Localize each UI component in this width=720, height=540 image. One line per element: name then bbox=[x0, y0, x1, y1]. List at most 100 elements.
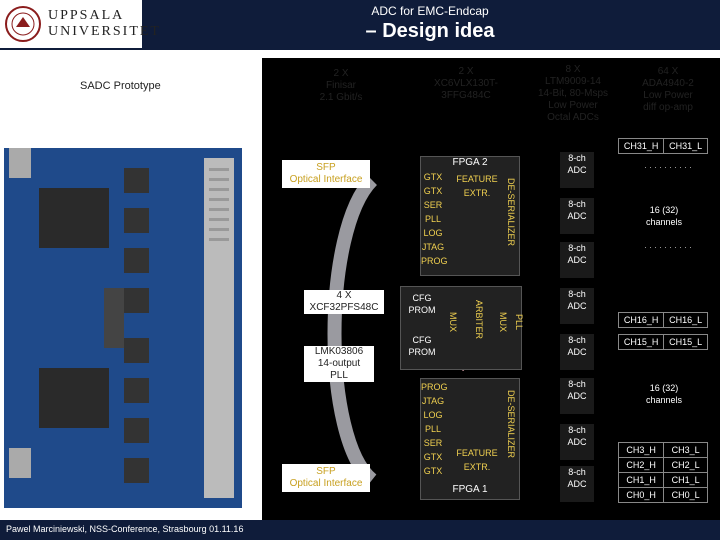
adc-7-line2: ADC bbox=[567, 437, 587, 447]
pll-part-line2: 14-output bbox=[317, 358, 361, 369]
fpga-part-line1: 2 X bbox=[458, 66, 474, 77]
adc-part-annotation: 8 X LTM9009-14 14-Bit, 80-Msps Low Power… bbox=[528, 64, 618, 124]
fpga-part-line2: XC6VLX130T- bbox=[434, 78, 498, 89]
finisar-line2: Finisar bbox=[325, 80, 356, 91]
board-drawing bbox=[4, 148, 242, 508]
channels-bottom-rows-table: CH3_H CH3_L CH2_H CH2_L CH1_H CH1_L CH0_… bbox=[617, 442, 708, 503]
adc-3-line2: ADC bbox=[567, 255, 587, 265]
adc-2-line1: 8-ch bbox=[568, 199, 586, 209]
university-logo: UPPSALA UNIVERSITET bbox=[0, 0, 159, 48]
table-row: CH0_H CH0_L bbox=[617, 487, 708, 503]
logo-text-line2: UNIVERSITET bbox=[48, 24, 161, 39]
ch15h-cell: CH15_H bbox=[617, 334, 665, 350]
logo-text: UPPSALA UNIVERSITET bbox=[48, 8, 161, 40]
ch31h-cell: CH31_H bbox=[617, 138, 665, 154]
fpga-2-feature-line2: EXTR. bbox=[463, 188, 491, 198]
ch16l-cell: CH16_L bbox=[663, 312, 708, 328]
fpga-1-cell-prog: PROG bbox=[421, 382, 448, 392]
fpga-1-cell-log: LOG bbox=[423, 410, 443, 420]
fpga-2-feature-line1: FEATURE bbox=[456, 174, 498, 184]
channels-bottom-label: 16 (32) channels bbox=[620, 382, 708, 406]
fpga-2-cell-pll: PLL bbox=[424, 214, 441, 224]
adc-block-4: 8-ch ADC bbox=[560, 288, 594, 324]
fpga-1-title: FPGA 1 bbox=[452, 484, 488, 495]
finisar-line3: 2.1 Gbit/s bbox=[319, 92, 363, 103]
adc-block-5: 8-ch ADC bbox=[560, 334, 594, 370]
opamp-part-line1: 64 X bbox=[657, 66, 679, 77]
fpga-1-block bbox=[420, 378, 520, 500]
ch0h-cell: CH0_H bbox=[617, 487, 665, 503]
fpga-2-cell-gtx2: GTX bbox=[423, 186, 443, 196]
fpga-part-line3: 3FFG484C bbox=[441, 90, 491, 101]
ch3l-cell: CH3_L bbox=[663, 442, 708, 458]
fpga-1-cell-gtx2: GTX bbox=[423, 466, 443, 476]
table-row: CH1_H CH1_L bbox=[617, 472, 708, 488]
adc-part-line5: Octal ADCs bbox=[547, 112, 599, 123]
slide-subtitle: ADC for EMC-Endcap bbox=[371, 4, 489, 18]
adc-part-line3: 14-Bit, 80-Msps bbox=[537, 88, 609, 99]
config-block bbox=[400, 286, 522, 370]
ch2h-cell: CH2_H bbox=[617, 457, 665, 473]
fpga-1-feature: FEATURE EXTR. bbox=[454, 446, 500, 474]
fpga-1-cell-jtag: JTAG bbox=[421, 396, 445, 406]
sadc-prototype-label: SADC Prototype bbox=[80, 80, 161, 92]
mux-2: MUX bbox=[498, 312, 508, 332]
seal-icon bbox=[5, 6, 41, 42]
adc-6-line1: 8-ch bbox=[568, 379, 586, 389]
adc-block-1: 8-ch ADC bbox=[560, 152, 594, 188]
ch0l-cell: CH0_L bbox=[663, 487, 708, 503]
fpga-1-cell-ser: SER bbox=[423, 438, 443, 448]
ch1h-cell: CH1_H bbox=[617, 472, 665, 488]
adc-part-line4: Low Power bbox=[548, 100, 598, 111]
logo-text-line1: UPPSALA bbox=[48, 8, 125, 23]
ch3h-cell: CH3_H bbox=[617, 442, 665, 458]
adc-block-8: 8-ch ADC bbox=[560, 466, 594, 502]
channels-top-label: 16 (32) channels bbox=[620, 204, 708, 228]
arbiter: ARBITER bbox=[474, 300, 484, 340]
fpga-2-feature: FEATURE EXTR. bbox=[454, 172, 500, 200]
adc-1-line1: 8-ch bbox=[568, 153, 586, 163]
adc-8-line2: ADC bbox=[567, 479, 587, 489]
ch2l-cell: CH2_L bbox=[663, 457, 708, 473]
cfg-prom-top-line2: PROM bbox=[408, 305, 436, 315]
adc-7-line1: 8-ch bbox=[568, 425, 586, 435]
fpga-2-cell-prog: PROG bbox=[421, 256, 448, 266]
channels-top-count: 16 (32) bbox=[649, 205, 679, 215]
channels-bottom-header-table: CH15_H CH15_L bbox=[617, 334, 708, 350]
slide-title: – Design idea bbox=[365, 20, 495, 42]
adc-block-7: 8-ch ADC bbox=[560, 424, 594, 460]
fpga-1-cell-pll: PLL bbox=[424, 424, 441, 434]
board-photo bbox=[4, 148, 242, 508]
adc-3-line1: 8-ch bbox=[568, 243, 586, 253]
fpga-2-cell-gtx1: GTX bbox=[423, 172, 443, 182]
adc-block-3: 8-ch ADC bbox=[560, 242, 594, 278]
mux-1: MUX bbox=[448, 312, 458, 332]
channels-bottom-word: channels bbox=[645, 395, 683, 405]
cfg-prom-bottom: CFG PROM bbox=[404, 334, 440, 358]
channels-top-word: channels bbox=[645, 217, 683, 227]
adc-part-line2: LTM9009-14 bbox=[545, 76, 601, 87]
fpga-2-cell-log: LOG bbox=[423, 228, 443, 238]
opamp-part-annotation: 64 X ADA4940-2 Low Power diff op-amp bbox=[626, 66, 710, 114]
fpga-1-deserializer: DE-SERIALIZER bbox=[506, 390, 516, 459]
table-row: CH3_H CH3_L bbox=[617, 442, 708, 458]
prom-line1: 4 X bbox=[336, 290, 352, 301]
footer-bar bbox=[0, 520, 720, 540]
adc-4-line2: ADC bbox=[567, 301, 587, 311]
channels-top-dots: . . . . . . . . . . bbox=[644, 160, 692, 170]
adc-block-6: 8-ch ADC bbox=[560, 378, 594, 414]
pll-annotation: LMK03806 14-output PLL bbox=[304, 346, 374, 382]
cfg-prom-top-line1: CFG bbox=[412, 293, 432, 303]
fpga-1-feature-line2: EXTR. bbox=[463, 462, 491, 472]
prom-annotation: 4 X XCF32PFS48C bbox=[304, 290, 384, 314]
adc-1-line2: ADC bbox=[567, 165, 587, 175]
sfp-bottom-line2: Optical Interface bbox=[289, 478, 363, 489]
sfp-top-label: SFP Optical Interface bbox=[282, 160, 370, 188]
pll-part-line1: LMK03806 bbox=[314, 346, 364, 357]
fpga-1-cells: PROG JTAG LOG PLL SER GTX GTX bbox=[421, 380, 448, 478]
ch1l-cell: CH1_L bbox=[663, 472, 708, 488]
middle-pll: PLL bbox=[514, 314, 524, 331]
table-row: CH2_H CH2_L bbox=[617, 457, 708, 473]
opamp-part-line4: diff op-amp bbox=[643, 102, 693, 113]
sfp-top-line1: SFP bbox=[316, 162, 336, 173]
